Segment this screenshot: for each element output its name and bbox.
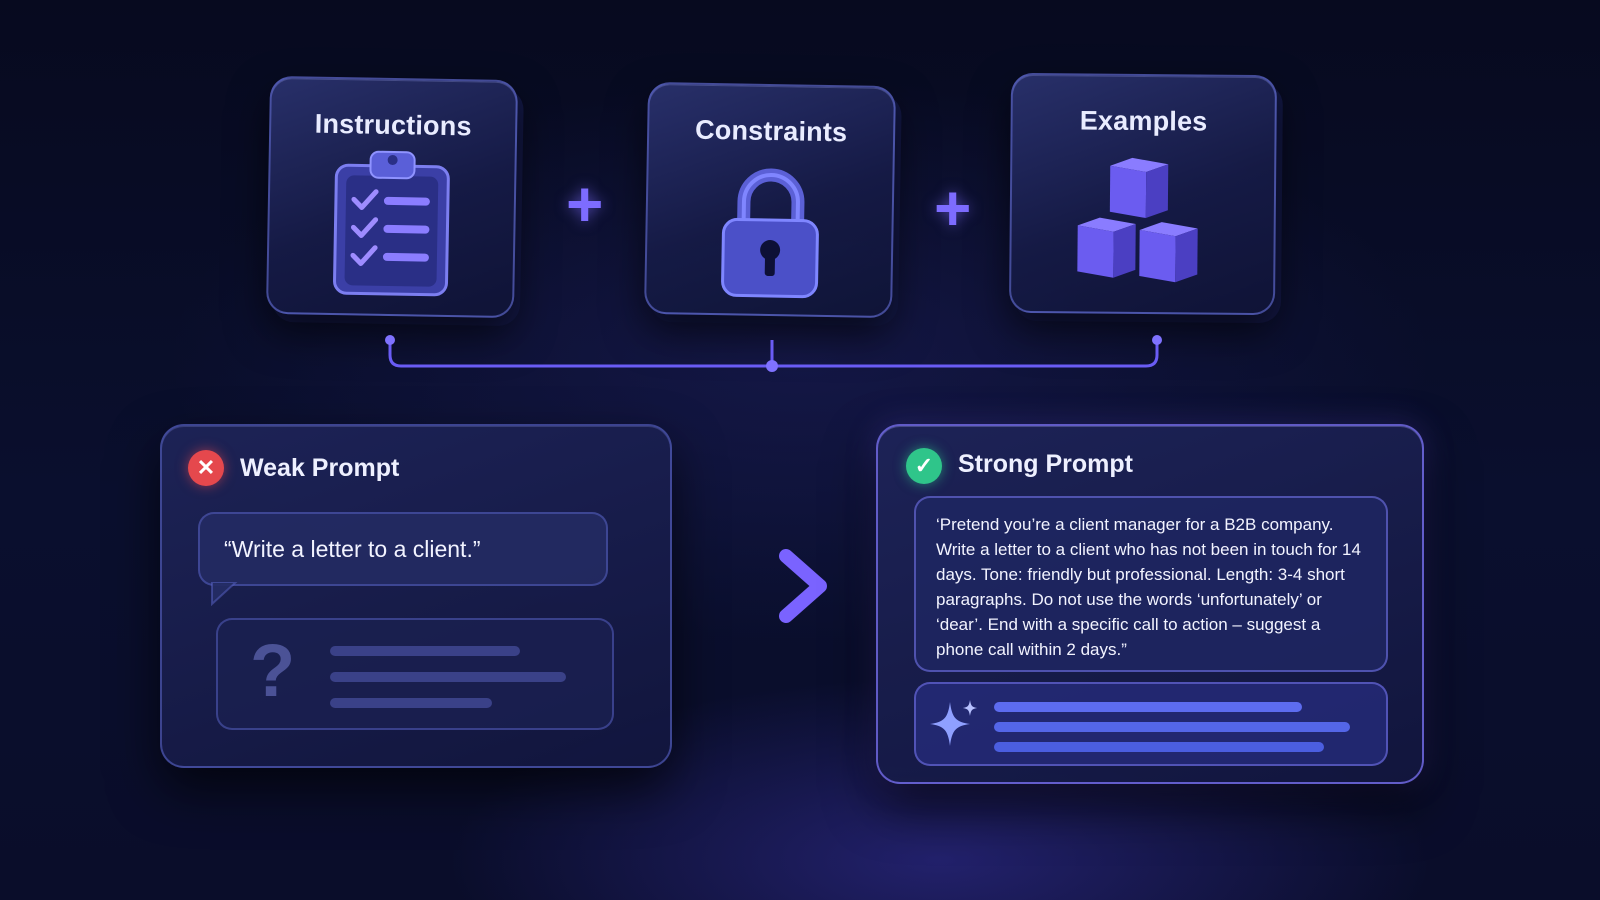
constraints-title: Constraints	[694, 114, 848, 148]
strong-output-box	[914, 682, 1388, 766]
weak-prompt-text: “Write a letter to a client.”	[224, 536, 481, 562]
weak-prompt-bubble: “Write a letter to a client.”	[198, 512, 608, 586]
result-line	[994, 722, 1350, 732]
weak-prompt-panel: ✕ Weak Prompt “Write a letter to a clien…	[160, 424, 672, 768]
instructions-title: Instructions	[314, 108, 472, 142]
instructions-card: Instructions	[265, 75, 519, 319]
weak-output-box: ?	[216, 618, 614, 730]
sparkle-icon	[930, 700, 977, 746]
plus-sign-1: +	[566, 168, 604, 240]
strong-prompt-text: ‘Pretend you’re a client manager for a B…	[936, 515, 1361, 659]
constraints-card: Constraints	[643, 81, 897, 319]
placeholder-line	[330, 672, 566, 682]
examples-card: Examples	[1008, 72, 1278, 316]
checkmark-icon: ✓	[906, 448, 942, 484]
result-line	[994, 742, 1324, 752]
strong-prompt-panel: ✓ Strong Prompt ‘Pretend you’re a client…	[876, 424, 1424, 784]
clipboard-checklist-icon	[333, 150, 450, 297]
plus-sign-2: +	[934, 172, 972, 244]
bubble-tail	[211, 582, 238, 606]
result-line	[994, 702, 1302, 712]
weak-prompt-title: Weak Prompt	[240, 454, 400, 482]
cubes-icon	[1077, 157, 1198, 283]
placeholder-line	[330, 646, 520, 656]
placeholder-line	[330, 698, 492, 708]
question-mark-icon: ?	[250, 629, 296, 712]
examples-title: Examples	[1079, 105, 1208, 137]
padlock-icon	[721, 168, 819, 299]
strong-prompt-title: Strong Prompt	[958, 450, 1133, 478]
strong-prompt-bubble: ‘Pretend you’re a client manager for a B…	[914, 496, 1388, 672]
arrow-right-icon	[707, 549, 827, 623]
close-icon: ✕	[188, 450, 224, 486]
